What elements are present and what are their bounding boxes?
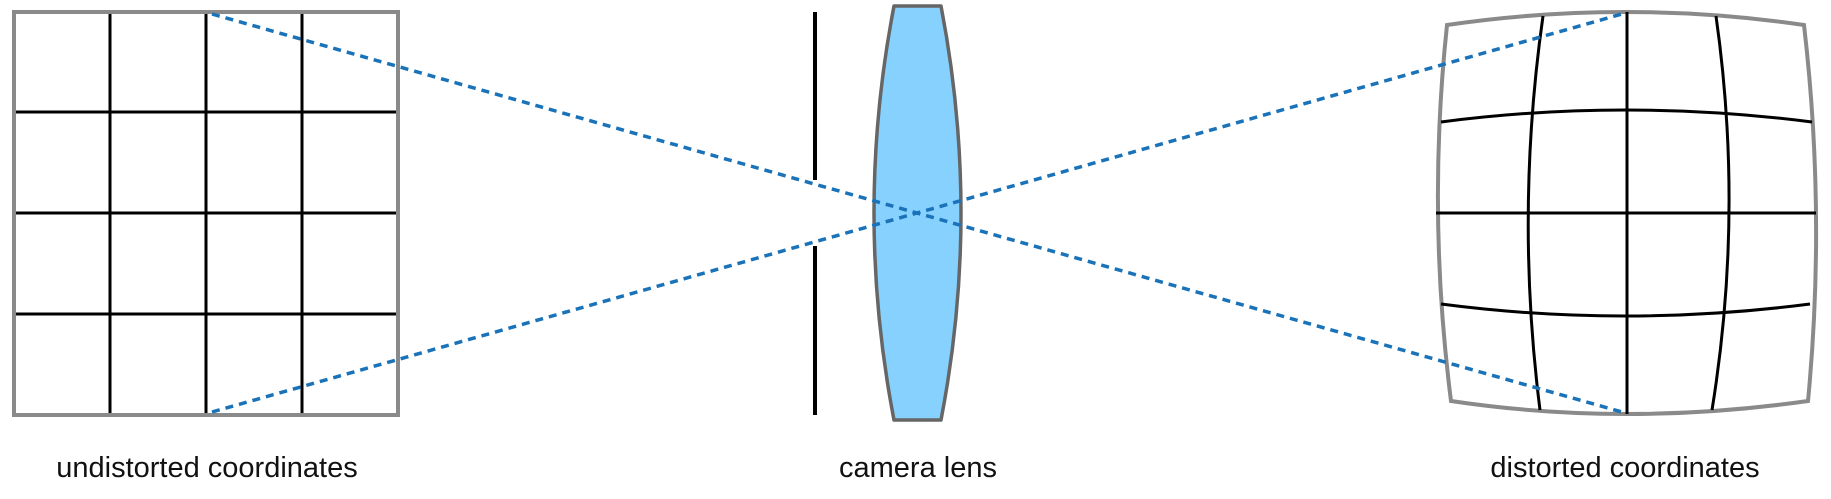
- projection-rays: [211, 12, 1623, 414]
- caption-undistorted-coordinates: undistorted coordinates: [56, 452, 357, 484]
- distorted-grid: [1435, 10, 1819, 416]
- undistorted-grid-frame: [12, 10, 400, 417]
- ray-bottom-left-to-top-right: [211, 12, 1623, 414]
- caption-camera-lens: camera lens: [839, 452, 997, 484]
- distorted-grid-hline-3: [1440, 302, 1811, 318]
- distorted-grid-frame: [1435, 10, 1819, 416]
- distorted-grid-hline-1: [1440, 108, 1813, 124]
- caption-distorted-coordinates: distorted coordinates: [1490, 452, 1759, 484]
- undistorted-grid: [12, 10, 400, 417]
